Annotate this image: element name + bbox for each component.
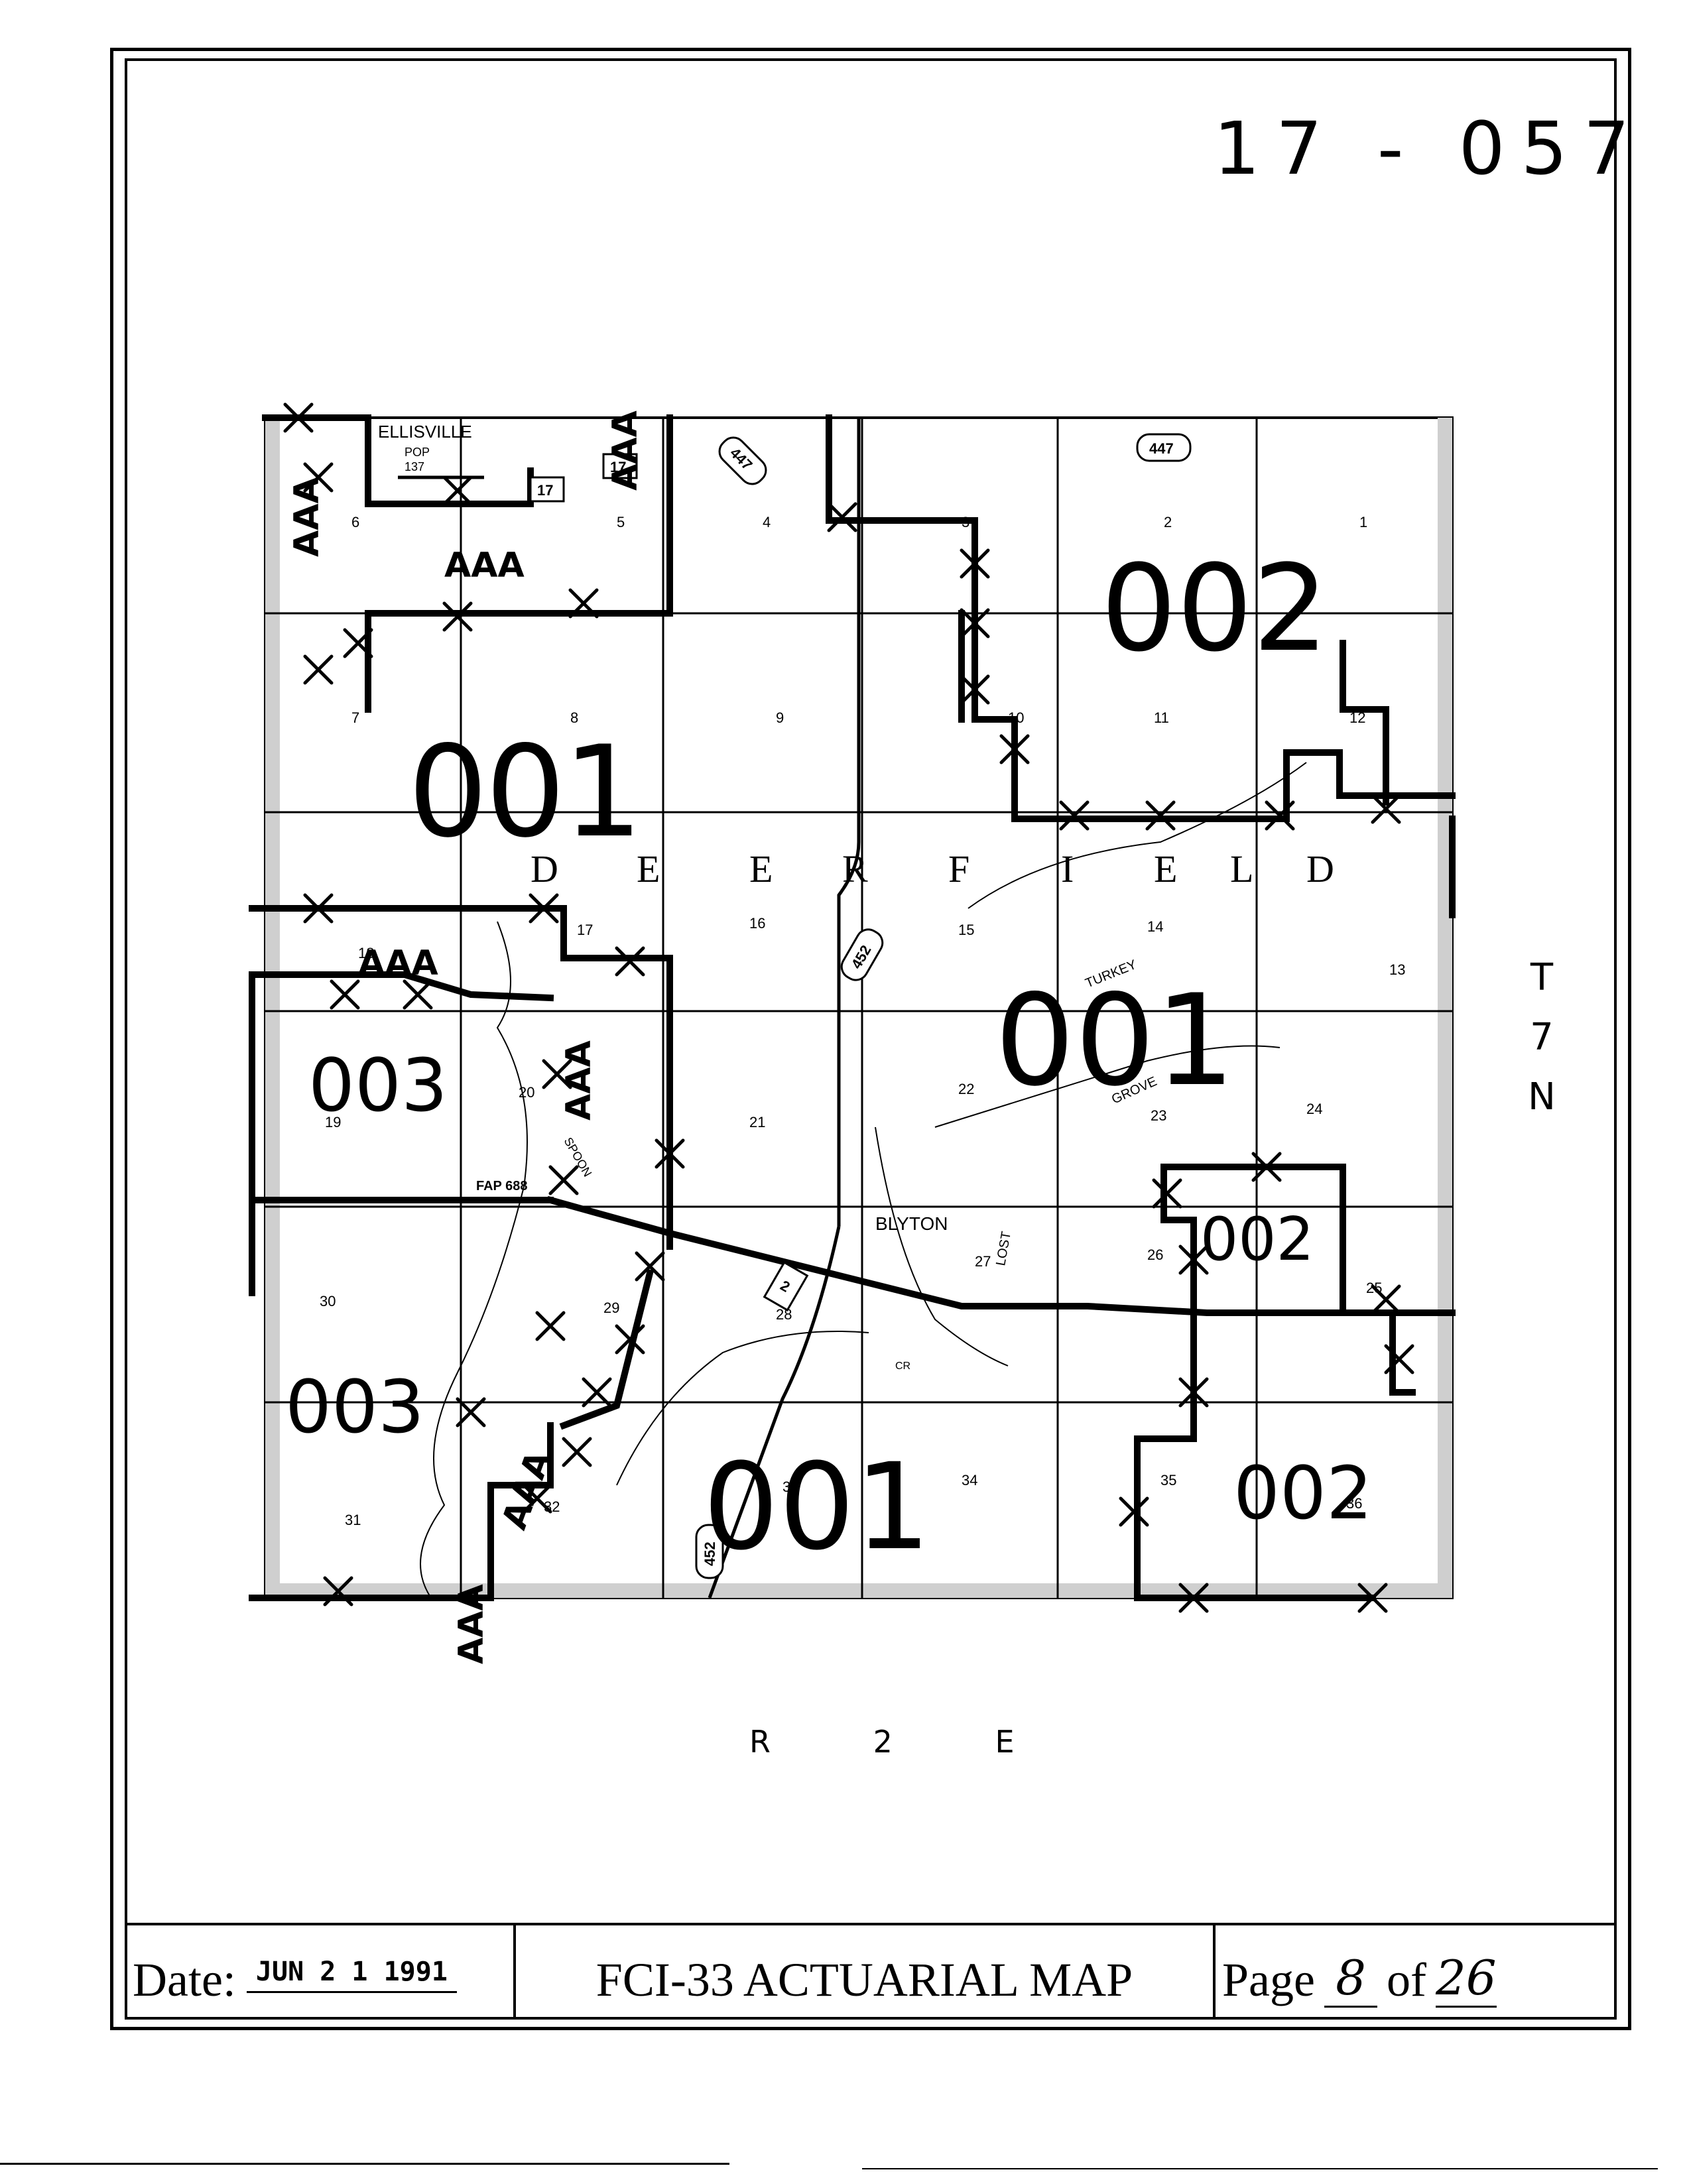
svg-text:27: 27: [975, 1253, 991, 1270]
stipple-border-right: [1438, 418, 1452, 1598]
map-number: 17 - 057: [1214, 106, 1646, 191]
outer-border: [110, 48, 1631, 2030]
page-label: Page: [1222, 1953, 1315, 2006]
svg-text:E: E: [637, 847, 660, 890]
pop-value: 137: [405, 460, 424, 473]
page-current: 8: [1324, 1950, 1377, 2008]
svg-text:21: 21: [749, 1114, 765, 1130]
township-label: T 7 N: [1528, 956, 1556, 1119]
zone-002-mid: 002: [1200, 1205, 1314, 1274]
svg-text:1: 1: [1359, 514, 1367, 530]
svg-text:E: E: [749, 847, 773, 890]
svg-text:30: 30: [320, 1293, 336, 1309]
svg-text:23: 23: [1151, 1107, 1166, 1124]
fap-label: FAP 688: [476, 1179, 527, 1193]
route-452-south: 452: [702, 1542, 718, 1566]
svg-text:6: 6: [351, 514, 359, 530]
svg-text:11: 11: [1154, 709, 1169, 726]
stream-lost-label: LOST: [993, 1231, 1014, 1267]
zone-002-south: 002: [1233, 1451, 1373, 1536]
route-17-west: 17: [537, 482, 553, 499]
boundary-ticks: [283, 402, 1414, 1613]
svg-text:22: 22: [958, 1081, 974, 1097]
range-label: R 2 E: [749, 1724, 1061, 1760]
streams: [420, 762, 1307, 1599]
svg-text:D: D: [1306, 847, 1334, 890]
aaa-labels: AAA AAA AAA AAA AAA AAA AAA: [287, 410, 645, 1664]
svg-text:12: 12: [1349, 709, 1365, 726]
stipple-border-left: [265, 418, 280, 1598]
svg-text:2: 2: [1164, 514, 1172, 530]
pop-label: POP: [405, 446, 430, 459]
svg-text:20: 20: [519, 1084, 534, 1101]
svg-text:16: 16: [749, 915, 765, 932]
town-center-label: BLYTON: [875, 1213, 948, 1234]
svg-text:R: R: [842, 847, 868, 890]
page-of: of: [1386, 1953, 1426, 2006]
svg-text:I: I: [1061, 847, 1074, 890]
zone-002-north: 002: [1101, 540, 1329, 678]
svg-text:5: 5: [617, 514, 625, 530]
svg-text:E: E: [1154, 847, 1177, 890]
stipple-border-bottom: [265, 1583, 1452, 1598]
title-block: Date: JUN 2 1 1991 FCI-33 ACTUARIAL MAP …: [125, 1923, 1617, 2020]
inner-border: [125, 58, 1617, 2020]
svg-text:L: L: [1230, 847, 1253, 890]
svg-text:AAA: AAA: [605, 410, 645, 491]
svg-text:AAA: AAA: [444, 546, 525, 585]
route-447-east: 447: [1149, 440, 1174, 457]
date-label: Date:: [133, 1953, 236, 2006]
svg-text:35: 35: [1160, 1472, 1176, 1488]
svg-text:3: 3: [962, 514, 969, 530]
svg-text:10: 10: [1008, 709, 1024, 726]
stream-spoon-label: SPOON: [562, 1135, 595, 1179]
creek-abbrev-label: CR: [895, 1361, 910, 1372]
svg-text:8: 8: [570, 709, 578, 726]
date-cell: Date: JUN 2 1 1991: [125, 1925, 516, 2020]
town-north-label: ELLISVILLE: [378, 422, 472, 442]
svg-text:24: 24: [1306, 1101, 1322, 1117]
svg-text:4: 4: [763, 514, 771, 530]
svg-text:36: 36: [1346, 1495, 1362, 1512]
svg-text:17: 17: [577, 922, 593, 938]
township-name: D E E R F I E L D: [531, 847, 1334, 890]
zone-003-west: 003: [308, 1043, 448, 1128]
svg-text:F: F: [948, 847, 969, 890]
zone-boundaries: [249, 414, 1456, 1601]
svg-text:14: 14: [1147, 918, 1163, 935]
page-total: 26: [1435, 1950, 1497, 2008]
svg-text:34: 34: [962, 1472, 977, 1488]
svg-text:28: 28: [776, 1306, 792, 1323]
zone-003-south: 003: [285, 1365, 424, 1449]
svg-text:7: 7: [351, 709, 359, 726]
svg-text:AAA: AAA: [452, 1584, 491, 1664]
svg-text:31: 31: [345, 1512, 361, 1528]
zone-numbers: 001 001 001 002 002 002 003 003: [285, 540, 1373, 1577]
section-numbers: 1 2 3 4 5 6 7 8 9 10 11 12 13 14 15 16 1…: [320, 514, 1405, 1528]
svg-text:15: 15: [958, 922, 974, 938]
svg-text:26: 26: [1147, 1246, 1163, 1263]
scan-edge-rule-right: [862, 2168, 1658, 2169]
zone-001-south: 001: [703, 1438, 931, 1577]
svg-text:18: 18: [358, 945, 374, 961]
svg-text:19: 19: [325, 1114, 341, 1130]
scan-edge-rule: [0, 2163, 729, 2165]
title-cell: FCI-33 ACTUARIAL MAP: [516, 1925, 1216, 2020]
actuarial-map: ELLISVILLE POP 137 BLYTON FAP 688 TURKEY…: [249, 402, 1456, 1664]
zone-001-center: 001: [995, 967, 1235, 1114]
svg-text:D: D: [531, 847, 558, 890]
svg-text:33: 33: [782, 1479, 798, 1495]
date-stamp: JUN 2 1 1991: [246, 1957, 457, 1993]
page-cell: Page 8 of 26: [1216, 1925, 1617, 2020]
route-17-east: 17: [610, 459, 626, 475]
svg-text:9: 9: [776, 709, 784, 726]
svg-text:13: 13: [1389, 961, 1405, 978]
zone-001-west: 001: [408, 719, 641, 865]
svg-text:AAA: AAA: [358, 943, 438, 983]
route-shields: 447 447 17 17 452 452 2: [529, 433, 1192, 1579]
map-title: FCI-33 ACTUARIAL MAP: [595, 1953, 1133, 2006]
svg-text:29: 29: [603, 1300, 619, 1316]
roads: [398, 418, 861, 1599]
